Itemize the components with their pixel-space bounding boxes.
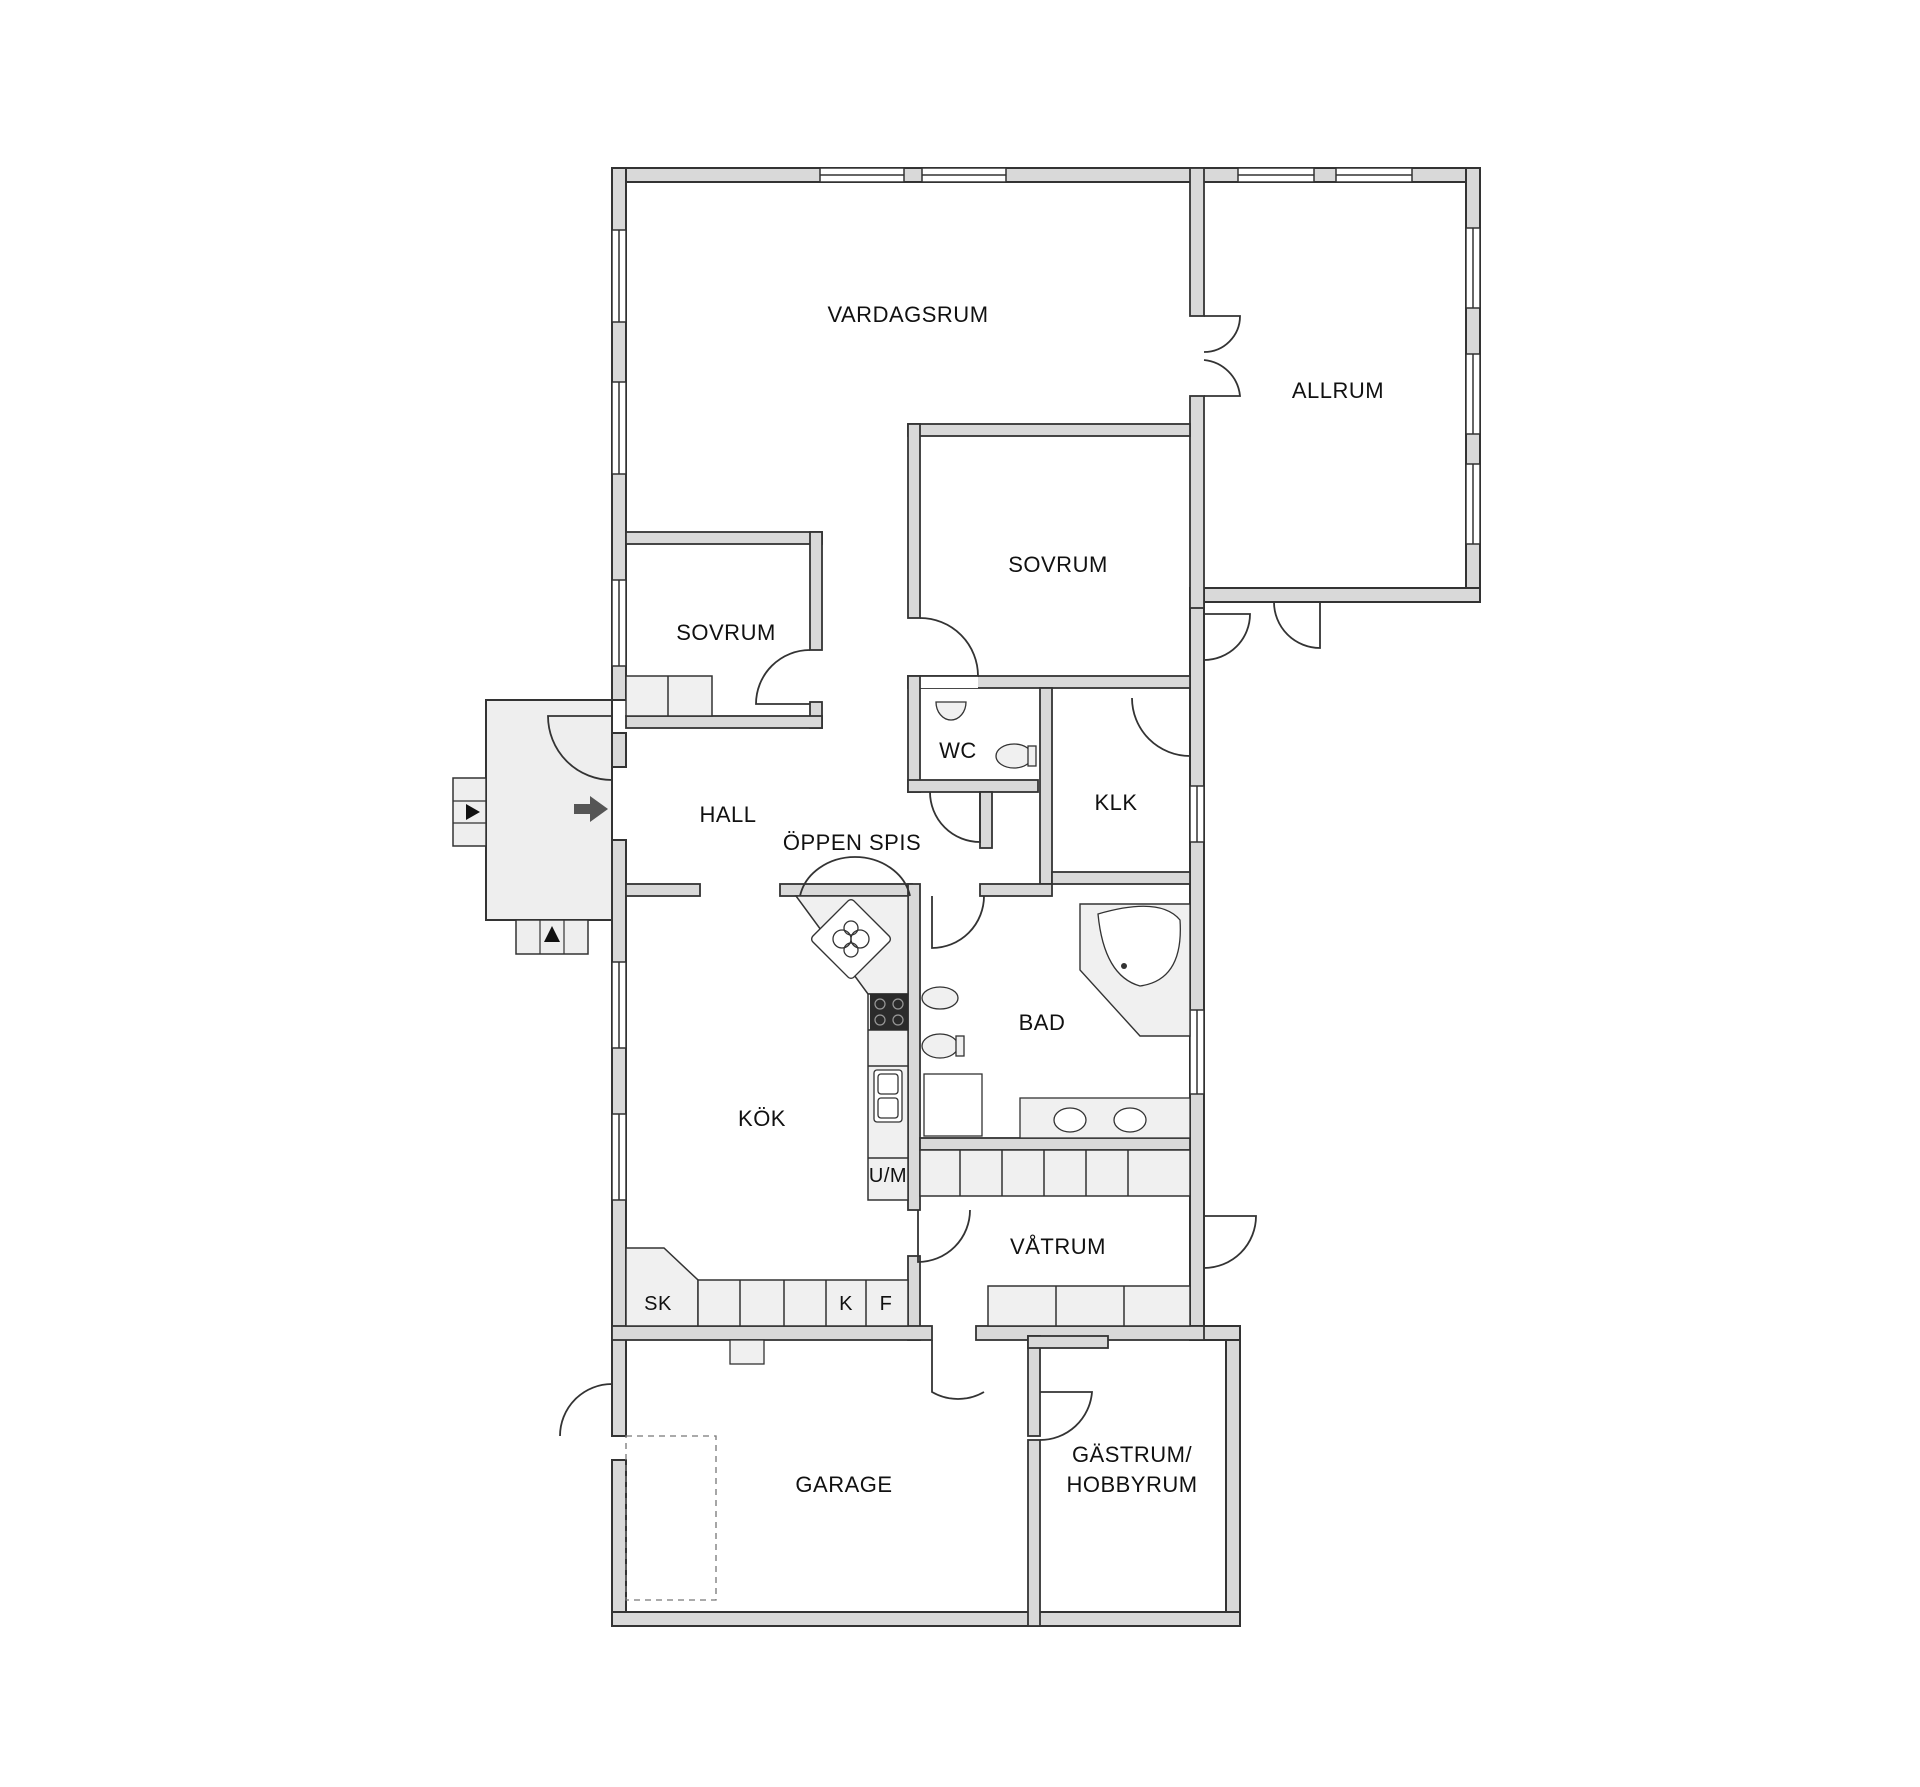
sink-icon	[873, 1069, 903, 1123]
room-label-kok: KÖK	[738, 1106, 786, 1131]
fixture-label-k: K	[839, 1293, 853, 1315]
bad-fixtures	[921, 986, 1191, 1139]
window-icon	[611, 167, 1481, 1201]
toilet-icon	[995, 743, 1033, 769]
bidet-icon	[921, 986, 959, 1010]
interior-walls	[611, 167, 1205, 1627]
door-swing-icon	[547, 315, 1321, 1441]
washbasin-icon	[1053, 1107, 1087, 1133]
step-arrow-icon	[544, 926, 560, 942]
fixture-label-f: F	[880, 1293, 893, 1315]
stove-icon	[810, 898, 892, 980]
room-label-bad: BAD	[1019, 1010, 1066, 1035]
room-label-sovrum-small: SOVRUM	[676, 620, 776, 645]
washbasin-icon	[935, 701, 967, 721]
cooktop-icon	[870, 994, 908, 1030]
room-label-garage: GARAGE	[795, 1472, 892, 1497]
room-label-vardagsrum: VARDAGSRUM	[827, 302, 988, 327]
toilet-icon	[921, 1033, 959, 1059]
fixture-label-um: U/M	[869, 1165, 907, 1187]
wc-fixtures	[935, 701, 1037, 769]
room-label-klk: KLK	[1094, 790, 1137, 815]
entrance-arrow-icon	[574, 796, 608, 822]
washbasin-icon	[1113, 1107, 1147, 1133]
closet	[919, 1149, 1191, 1327]
room-label-gastrum-line2: HOBBYRUM	[1066, 1472, 1197, 1497]
fireplace	[799, 856, 911, 897]
room-label-hall: HALL	[699, 802, 756, 827]
garage-door	[625, 1435, 717, 1601]
shower-icon	[923, 1073, 983, 1137]
room-label-gastrum-line1: GÄSTRUM/	[1072, 1442, 1193, 1467]
room-label-vatrum: VÅTRUM	[1010, 1234, 1106, 1259]
closet	[625, 675, 713, 717]
room-label-oppen-spis: ÖPPEN SPIS	[783, 830, 921, 855]
step-arrow-icon	[466, 804, 480, 820]
garage-vent	[729, 1339, 765, 1365]
bathtub-icon	[1079, 903, 1191, 1037]
fixture-label-sk: SK	[644, 1293, 672, 1315]
room-label-allrum: ALLRUM	[1292, 378, 1384, 403]
room-label-sovrum-large: SOVRUM	[1008, 552, 1108, 577]
room-label-wc: WC	[939, 738, 977, 763]
entrance-porch	[452, 699, 613, 955]
